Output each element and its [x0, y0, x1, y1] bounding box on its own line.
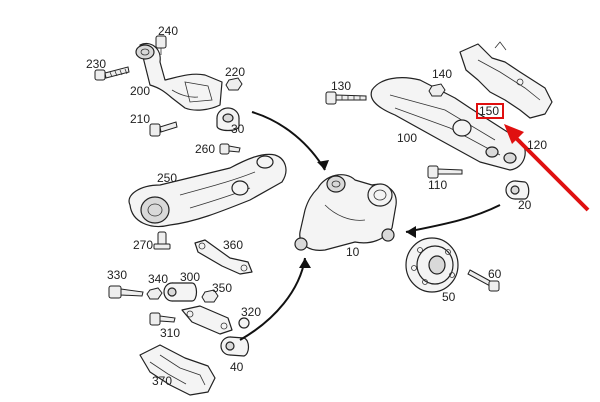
callout-highlight-box — [476, 103, 504, 119]
label-240: 240 — [158, 24, 179, 38]
label-100: 100 — [397, 131, 418, 145]
label-230: 230 — [86, 57, 107, 71]
label-260: 260 — [195, 142, 216, 156]
label-20: 20 — [518, 198, 532, 212]
label-350: 350 — [212, 281, 233, 295]
bolt-110 — [427, 165, 463, 179]
knuckle-10 — [294, 174, 397, 251]
label-320: 320 — [241, 305, 262, 319]
bolt-240 — [155, 35, 167, 55]
label-30: 30 — [231, 122, 245, 136]
link-360 — [194, 239, 253, 275]
label-130: 130 — [331, 79, 352, 93]
trailing-arm-100 — [370, 77, 526, 171]
bolt-330 — [108, 285, 144, 299]
label-140: 140 — [432, 67, 453, 81]
bushing-20 — [505, 180, 530, 200]
bolt-230 — [94, 66, 130, 81]
label-10: 10 — [346, 245, 360, 259]
label-340: 340 — [148, 272, 169, 286]
label-220: 220 — [225, 65, 246, 79]
bolt-310 — [149, 312, 176, 326]
control-arm-200 — [135, 42, 223, 111]
label-200: 200 — [130, 84, 151, 98]
label-270: 270 — [133, 238, 154, 252]
label-120: 120 — [527, 138, 548, 152]
label-150: 150 — [479, 104, 500, 118]
bolt-260 — [219, 143, 241, 155]
hub-bolt-60 — [467, 269, 500, 292]
label-310: 310 — [160, 326, 181, 340]
nut-140 — [428, 83, 446, 97]
bushing-30 — [216, 107, 240, 132]
callout-arrow — [504, 124, 590, 212]
label-50: 50 — [442, 290, 456, 304]
nut-340 — [146, 287, 163, 300]
label-60: 60 — [488, 267, 502, 281]
bushing-300 — [163, 282, 198, 302]
assembly-arrows — [239, 111, 501, 341]
label-250: 250 — [157, 171, 178, 185]
bolt-130 — [325, 91, 367, 105]
wheel-hub-50 — [405, 237, 459, 293]
shield-370 — [139, 344, 216, 396]
bolt-210 — [149, 121, 178, 137]
label-110: 110 — [428, 178, 448, 192]
label-330: 330 — [107, 268, 128, 282]
label-370: 370 — [152, 374, 173, 388]
nut-220 — [225, 77, 243, 91]
label-360: 360 — [223, 238, 244, 252]
label-210: 210 — [130, 112, 151, 126]
lower-arm-250 — [128, 153, 287, 227]
link-320 — [181, 305, 250, 335]
bracket-150 — [459, 41, 553, 119]
bushing-40 — [220, 336, 250, 357]
nut-350 — [201, 289, 219, 303]
label-300: 300 — [180, 270, 201, 284]
label-40: 40 — [230, 360, 244, 374]
bolt-270 — [153, 231, 171, 250]
